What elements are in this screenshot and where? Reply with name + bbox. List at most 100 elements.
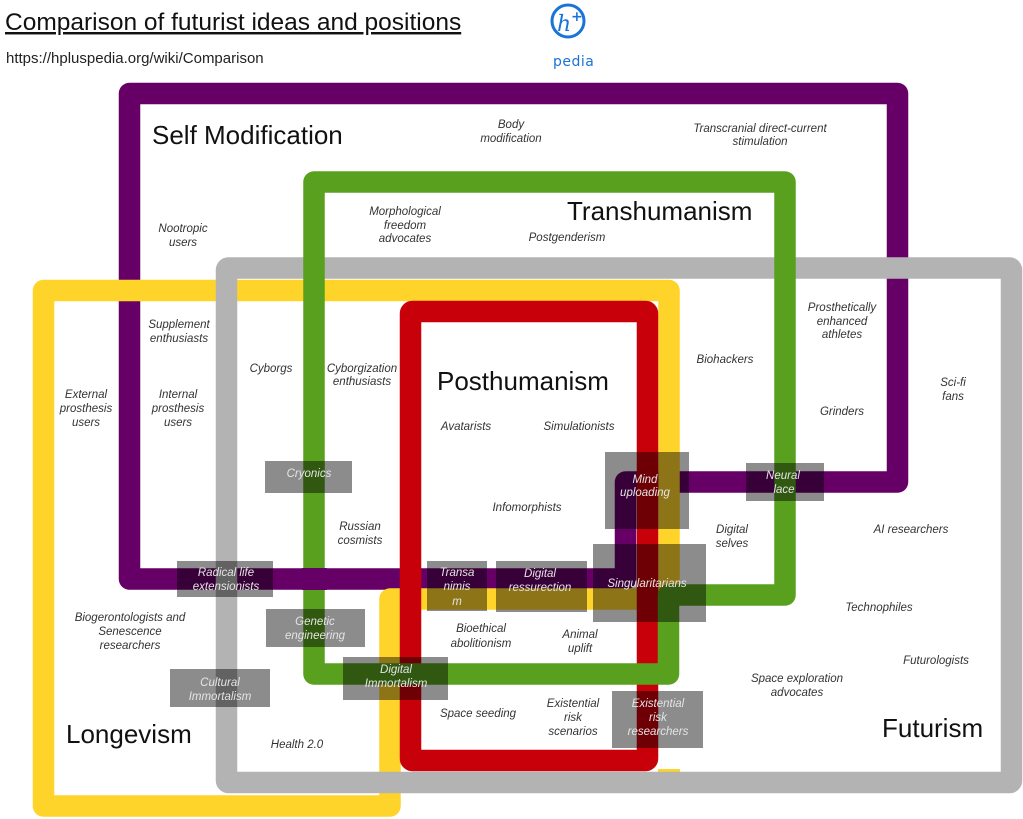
group-label-line: Postgenderism	[529, 232, 606, 244]
bridge-box	[593, 544, 706, 622]
bridge-label-line: Genetic	[295, 616, 335, 628]
bridge-box	[266, 609, 365, 647]
group-postgenderism: Postgenderism	[529, 232, 606, 244]
logo-h-icon: h	[557, 12, 571, 37]
category-transhumanism: Transhumanism	[567, 196, 752, 226]
group-animal-uplift: Animal uplift	[561, 629, 598, 655]
group-label-line: enthusiasts	[333, 376, 391, 388]
self-modification-frame-overlap	[302, 568, 327, 590]
category-futurism: Futurism	[882, 713, 983, 743]
group-label-line: Sci-fi	[940, 377, 966, 389]
group-label-line: Prosthetically	[808, 302, 878, 314]
group-tdcs: Transcranial direct-current stimulation	[693, 123, 827, 148]
group-label-line: stimulation	[733, 136, 788, 148]
group-label-line: uplift	[568, 643, 593, 655]
group-label-line: researchers	[100, 640, 161, 652]
group-existential-risk-scenarios: Existential risk scenarios	[547, 698, 600, 738]
bridge-label-line: nimis	[444, 581, 471, 593]
group-label-line: fans	[942, 391, 964, 403]
bridge-box	[265, 461, 352, 493]
bridge-label-line: Existential	[632, 698, 685, 710]
group-label-line: Futurologists	[903, 655, 969, 667]
logo-plus-icon: +	[571, 9, 583, 25]
category-longevism: Longevism	[66, 719, 192, 749]
group-russian-cosmists: Russian cosmists	[338, 521, 383, 547]
bridge-transanimism: Transa nimis m	[427, 561, 487, 611]
group-label-line: prosthesis	[59, 403, 113, 415]
bridge-label-line: m	[452, 596, 462, 608]
group-label-line: prosthesis	[151, 403, 205, 415]
bridge-box	[343, 657, 448, 700]
group-label-line: Cyborgs	[250, 363, 293, 375]
group-technophiles: Technophiles	[845, 602, 913, 614]
bridge-box	[612, 691, 703, 748]
bridge-label-line: Immortalism	[189, 691, 252, 703]
logo-ring-icon	[550, 3, 586, 39]
bridge-label-line: Digital	[380, 664, 412, 676]
group-label-line: Infomorphists	[492, 502, 561, 514]
bridge-label-line: Radical life	[198, 567, 254, 579]
group-label-line: enthusiasts	[150, 333, 208, 345]
group-label-line: abolitionism	[451, 638, 512, 650]
group-label-line: Morphological	[369, 206, 441, 218]
bridge-neural-lace: Neural lace	[746, 463, 824, 501]
group-label-line: Supplement	[148, 319, 210, 331]
category-posthumanism: Posthumanism	[437, 366, 609, 396]
bridge-radical-life-extensionists: Radical life extensionists	[177, 561, 273, 597]
group-grinders: Grinders	[820, 406, 864, 418]
hpluspedia-logo[interactable]: h + pedia	[550, 3, 594, 70]
group-label-line: scenarios	[548, 726, 597, 738]
futurism-frame	[215, 257, 1023, 794]
bridge-box	[170, 669, 270, 707]
group-label-line: Body	[498, 119, 525, 131]
logo-wordmark: pedia	[553, 54, 594, 70]
group-biohackers: Biohackers	[697, 354, 754, 366]
longevism-frame	[32, 279, 680, 817]
posthumanism-frame	[399, 300, 659, 772]
group-prosthetic-athletes: Prosthetically enhanced athletes	[808, 302, 878, 341]
group-internal-prosthesis-users: Internal prosthesis users	[151, 389, 205, 429]
group-label-line: Russian	[339, 521, 381, 533]
bridge-label-line: Mind	[633, 474, 659, 486]
group-label-line: Senescence	[98, 626, 161, 638]
group-label-line: Internal	[159, 389, 198, 401]
group-label-line: freedom	[384, 220, 427, 232]
bridge-label-line: Digital	[524, 568, 556, 580]
group-health-2: Health 2.0	[271, 739, 324, 751]
bridge-label-line: ressurection	[509, 582, 572, 594]
bridge-label-line: Immortalism	[365, 678, 428, 690]
source-url[interactable]: https://hpluspedia.org/wiki/Comparison	[6, 50, 264, 67]
group-bioethical-abolitionism: Bioethical abolitionism	[451, 623, 512, 650]
bridge-label-line: lace	[773, 484, 794, 496]
group-label-line: advocates	[771, 687, 824, 699]
group-futurologists: Futurologists	[903, 655, 969, 667]
page-title[interactable]: Comparison of futurist ideas and positio…	[5, 9, 461, 36]
group-label-line: Biohackers	[697, 354, 754, 366]
group-label-line: Digital	[716, 524, 748, 536]
group-label-line: Animal	[561, 629, 598, 641]
bridge-digital-ressurection: Digital ressurection	[496, 561, 587, 612]
group-label-line: AI researchers	[873, 524, 949, 536]
bridge-digital-immortalism: Digital Immortalism	[343, 657, 448, 700]
group-label-line: athletes	[822, 329, 863, 341]
group-label-line: selves	[716, 538, 749, 550]
bridge-box	[177, 561, 273, 597]
group-label-line: Grinders	[820, 406, 864, 418]
group-label-line: Biogerontologists and	[75, 612, 186, 624]
bridge-label-line: uploading	[620, 487, 670, 499]
bridge-singularitarians: Singularitarians	[593, 544, 706, 622]
bridge-box	[427, 561, 487, 611]
group-label-line: risk	[564, 712, 583, 724]
group-label-line: Health 2.0	[271, 739, 324, 751]
group-label-line: advocates	[379, 233, 432, 245]
bridge-label-line: Cryonics	[287, 468, 332, 480]
bridge-cryonics: Cryonics	[265, 461, 352, 493]
group-label-line: Nootropic	[158, 223, 207, 235]
self-modification-frame	[118, 82, 909, 590]
bridge-box	[496, 561, 587, 612]
group-ai-researchers: AI researchers	[873, 524, 949, 536]
group-label-line: users	[72, 417, 100, 429]
group-label-line: Technophiles	[845, 602, 913, 614]
bridge-box	[746, 463, 824, 501]
